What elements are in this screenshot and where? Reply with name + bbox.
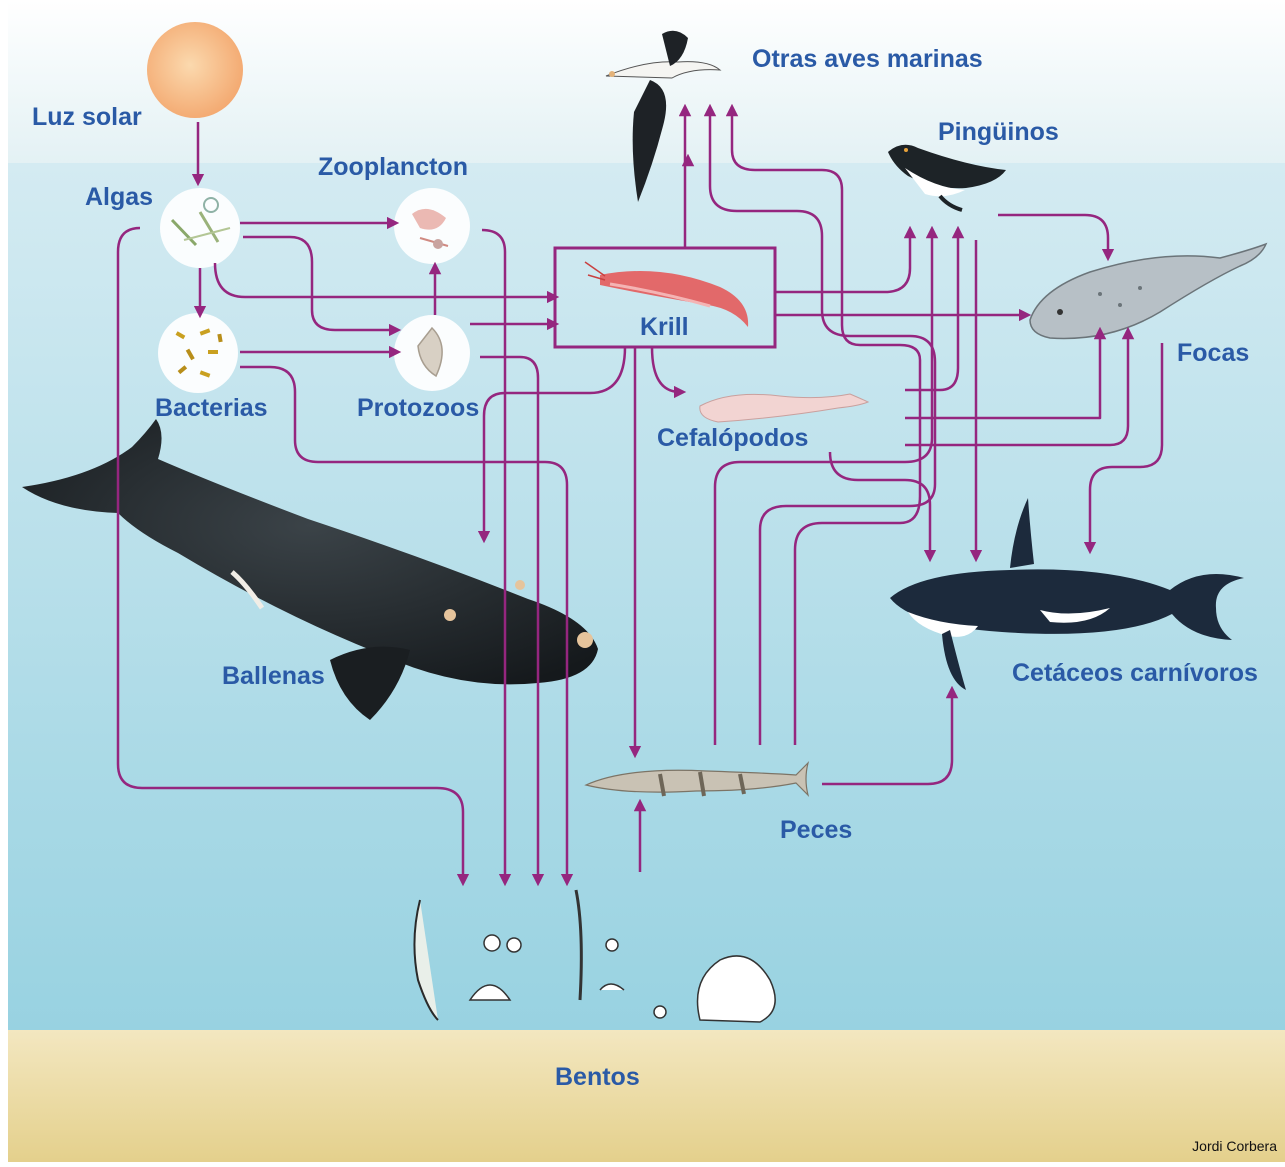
label-cetaceos-carnivoros: Cetáceos carnívoros bbox=[1012, 661, 1258, 686]
algae-icon bbox=[160, 188, 240, 268]
label-pinguinos: Pingüinos bbox=[938, 120, 1059, 145]
bacteria-icon bbox=[158, 313, 238, 393]
label-otras-aves-marinas: Otras aves marinas bbox=[752, 47, 983, 72]
zooplankton-icon bbox=[394, 188, 470, 264]
label-focas: Focas bbox=[1177, 341, 1249, 366]
label-algas: Algas bbox=[85, 185, 153, 210]
label-krill: Krill bbox=[640, 315, 689, 340]
protozoa-icon bbox=[394, 315, 470, 391]
label-cefalopodos: Cefalópodos bbox=[657, 426, 808, 451]
label-protozoos: Protozoos bbox=[357, 396, 479, 421]
label-bentos: Bentos bbox=[555, 1065, 640, 1090]
label-ballenas: Ballenas bbox=[222, 664, 325, 689]
label-peces: Peces bbox=[780, 818, 852, 843]
seabed-zone bbox=[8, 1030, 1285, 1162]
label-zooplancton: Zooplancton bbox=[318, 155, 468, 180]
credit-text: Jordi Corbera bbox=[1192, 1138, 1277, 1154]
label-bacterias: Bacterias bbox=[155, 396, 268, 421]
sun-icon bbox=[147, 22, 243, 118]
label-luz-solar: Luz solar bbox=[32, 105, 142, 130]
